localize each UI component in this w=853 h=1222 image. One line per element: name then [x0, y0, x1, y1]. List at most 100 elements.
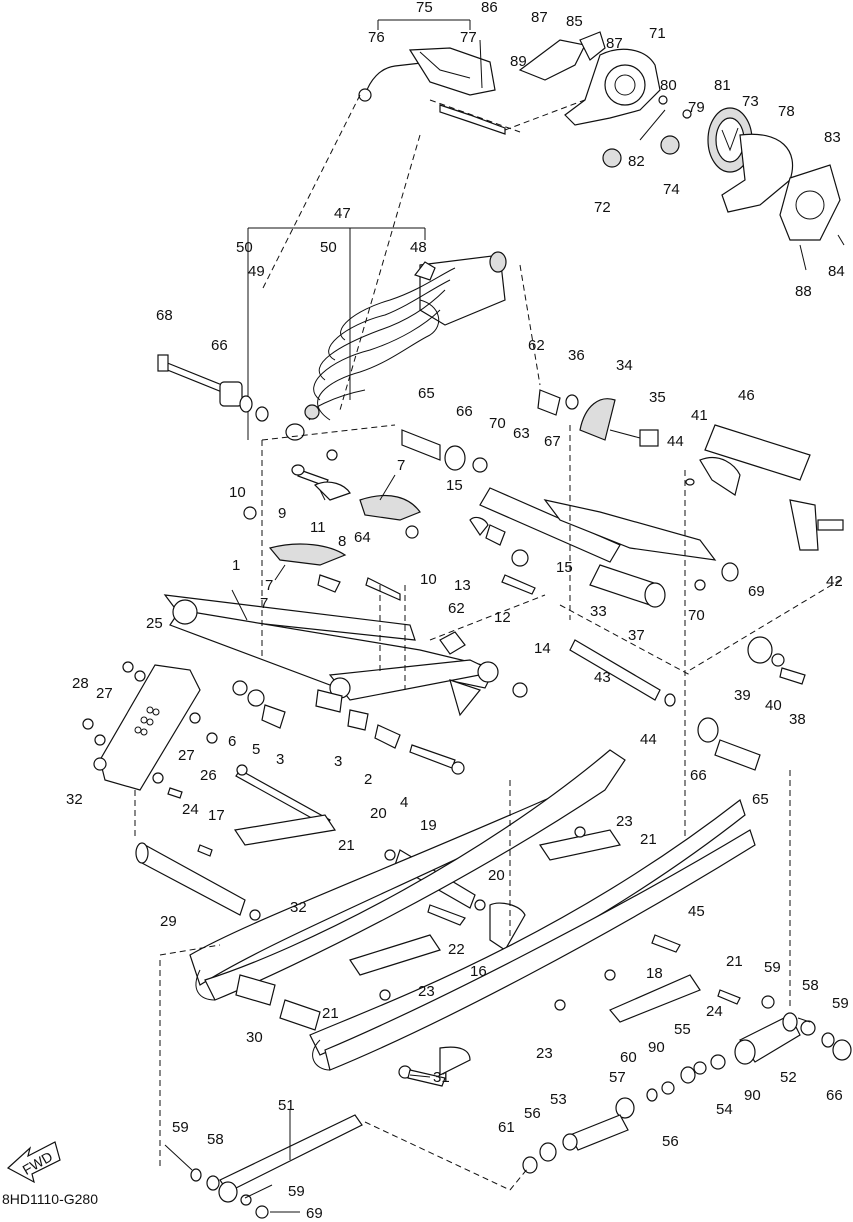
callout-label: 3 — [334, 753, 342, 770]
callout-label: 16 — [470, 963, 487, 980]
callout-label: 40 — [765, 697, 782, 714]
callout-label: 77 — [460, 29, 477, 46]
shock-absorber — [247, 94, 507, 461]
callout-label: 47 — [334, 205, 351, 222]
callout-label: 18 — [646, 965, 663, 982]
callout-label: 42 — [826, 573, 843, 590]
front-lever — [82, 661, 465, 799]
callout-label: 32 — [290, 899, 307, 916]
callout-label: 34 — [616, 357, 633, 374]
callout-label: 86 — [481, 0, 498, 16]
callout-label: 74 — [663, 181, 680, 198]
callout-label: 81 — [714, 77, 731, 94]
callout-label: 26 — [200, 767, 217, 784]
callout-label: 21 — [726, 953, 743, 970]
callout-label: 90 — [648, 1039, 665, 1056]
callout-label: 39 — [734, 687, 751, 704]
callout-label: 66 — [690, 767, 707, 784]
callout-label: 59 — [832, 995, 849, 1012]
callout-label: 59 — [288, 1183, 305, 1200]
callout-label: 22 — [448, 941, 465, 958]
callout-label: 31 — [433, 1069, 450, 1086]
callout-label: 82 — [628, 153, 645, 170]
callout-label: 50 — [236, 239, 253, 256]
diagram-code: 8HD1110-G280 — [2, 1191, 98, 1207]
callout-label: 66 — [826, 1087, 843, 1104]
fwd-arrow: FWD — [6, 1141, 61, 1184]
callout-label: 65 — [752, 791, 769, 808]
callout-label: 63 — [513, 425, 530, 442]
callout-label: 50 — [320, 239, 337, 256]
callout-label: 32 — [66, 791, 83, 808]
callout-label: 13 — [454, 577, 471, 594]
callout-label: 54 — [716, 1101, 733, 1118]
callout-label: 7 — [397, 457, 405, 474]
callout-label: 69 — [306, 1205, 323, 1222]
callout-label: 43 — [594, 669, 611, 686]
callout-label: 30 — [246, 1029, 263, 1046]
callout-label: 35 — [649, 389, 666, 406]
callout-label: 10 — [420, 571, 437, 588]
callout-label: 68 — [156, 307, 173, 324]
callout-label: 3 — [276, 751, 284, 768]
callout-label: 44 — [667, 433, 684, 450]
callout-label: 89 — [510, 53, 527, 70]
callout-label: 24 — [182, 801, 199, 818]
callout-label: 44 — [640, 731, 657, 748]
callout-label: 23 — [616, 813, 633, 830]
callout-label: 4 — [400, 794, 408, 811]
callout-label: 19 — [420, 817, 437, 834]
rear-axle-parts — [190, 995, 852, 1219]
callout-label: 62 — [528, 337, 545, 354]
callout-label: 10 — [229, 484, 246, 501]
dashed-reference-lines — [134, 264, 841, 1191]
callout-label: 87 — [606, 35, 623, 52]
callout-label: 49 — [248, 263, 265, 280]
callout-label: 57 — [609, 1069, 626, 1086]
callout-label: 70 — [688, 607, 705, 624]
callout-label: 1 — [232, 557, 240, 574]
callout-label: 15 — [446, 477, 463, 494]
callout-label: 84 — [828, 263, 845, 280]
callout-label: 87 — [531, 9, 548, 26]
callout-label: 17 — [208, 807, 225, 824]
callout-label: 7 — [260, 595, 268, 612]
callout-label: 85 — [566, 13, 583, 30]
callout-label: 7 — [265, 577, 273, 594]
callout-label: 21 — [322, 1005, 339, 1022]
callout-label: 67 — [544, 433, 561, 450]
callout-label: 20 — [370, 805, 387, 822]
callout-label: 59 — [172, 1119, 189, 1136]
callout-label: 6 — [228, 733, 236, 750]
callout-label: 23 — [418, 983, 435, 1000]
callout-label: 21 — [640, 831, 657, 848]
callout-label: 36 — [568, 347, 585, 364]
callout-label: 58 — [207, 1131, 224, 1148]
callout-label: 24 — [706, 1003, 723, 1020]
callout-label: 73 — [742, 93, 759, 110]
callout-label: 65 — [418, 385, 435, 402]
callout-label: 2 — [364, 771, 372, 788]
callout-label: 27 — [96, 685, 113, 702]
upper-bolts-and-collars — [157, 354, 844, 551]
callout-label: 78 — [778, 103, 795, 120]
callout-label: 79 — [688, 99, 705, 116]
callout-label: 60 — [620, 1049, 637, 1066]
callout-label: 88 — [795, 283, 812, 300]
callout-label: 9 — [278, 505, 286, 522]
callout-label: 56 — [662, 1133, 679, 1150]
callout-label: 15 — [556, 559, 573, 576]
callout-label: 37 — [628, 627, 645, 644]
leader-lines — [164, 474, 811, 1213]
callout-label: 69 — [748, 583, 765, 600]
callout-label: 48 — [410, 239, 427, 256]
callout-label: 58 — [802, 977, 819, 994]
callout-label: 29 — [160, 913, 177, 930]
callout-label: 80 — [660, 77, 677, 94]
callout-label: 64 — [354, 529, 371, 546]
callout-label: 71 — [649, 25, 666, 42]
callout-label: 14 — [534, 640, 551, 657]
gear-housing-assembly — [518, 31, 845, 271]
